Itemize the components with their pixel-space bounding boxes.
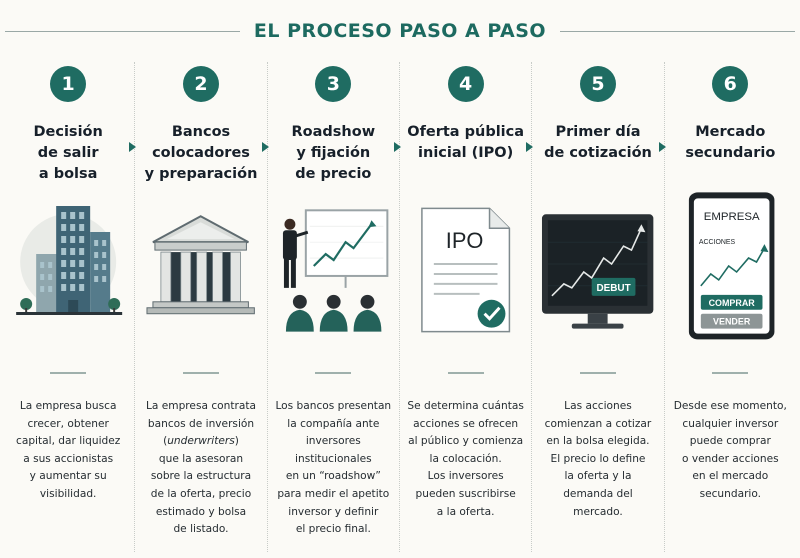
office-building-illustration bbox=[8, 192, 128, 340]
chevron-right-icon bbox=[526, 142, 534, 152]
smartphone-icon: EMPRESA ACCIONES COMPRAR VENDER bbox=[688, 192, 775, 340]
svg-text:VENDER: VENDER bbox=[713, 317, 751, 327]
header: EL PROCESO PASO A PASO bbox=[0, 16, 800, 46]
divider bbox=[182, 372, 219, 374]
divider bbox=[315, 372, 352, 374]
document-icon: IPO bbox=[421, 207, 511, 333]
page-title: EL PROCESO PASO A PASO bbox=[253, 20, 547, 42]
building-icon bbox=[16, 206, 123, 315]
svg-text:COMPRAR: COMPRAR bbox=[708, 298, 755, 308]
step-number: 1 bbox=[50, 66, 87, 102]
step-number: 6 bbox=[712, 66, 749, 102]
chevron-right-icon bbox=[393, 142, 401, 152]
bank-illustration bbox=[141, 192, 260, 340]
chevron-right-icon bbox=[658, 142, 666, 152]
chevron-right-icon bbox=[129, 142, 137, 152]
stock-monitor-illustration: DEBUT bbox=[538, 192, 657, 340]
ipo-label: IPO bbox=[446, 228, 484, 253]
phone-brand: EMPRESA bbox=[703, 211, 759, 223]
step-number: 5 bbox=[579, 66, 616, 102]
title-line-left bbox=[4, 30, 240, 32]
trading-phone-illustration: EMPRESA ACCIONES COMPRAR VENDER bbox=[671, 192, 790, 340]
debut-label: DEBUT bbox=[597, 283, 631, 294]
step-number: 4 bbox=[447, 66, 484, 102]
step-number: 2 bbox=[182, 66, 219, 102]
monitor-chart-icon: DEBUT bbox=[542, 214, 654, 329]
step-number: 3 bbox=[315, 66, 352, 102]
check-icon bbox=[483, 306, 501, 321]
phone-stocks-label: ACCIONES bbox=[698, 239, 735, 246]
bank-building-icon bbox=[146, 215, 256, 315]
ipo-document-illustration: IPO bbox=[406, 192, 525, 340]
roadshow-presentation-illustration bbox=[274, 192, 393, 340]
presenter-icon bbox=[282, 209, 389, 332]
divider bbox=[50, 372, 87, 374]
buy-button bbox=[700, 294, 763, 310]
divider bbox=[579, 372, 616, 374]
divider bbox=[712, 372, 749, 374]
chevron-right-icon bbox=[261, 142, 269, 152]
divider bbox=[447, 372, 484, 374]
sell-button bbox=[700, 313, 763, 329]
step-description: La empresa contrata bancos de inversión … bbox=[145, 400, 256, 536]
title-line-right bbox=[560, 30, 796, 32]
